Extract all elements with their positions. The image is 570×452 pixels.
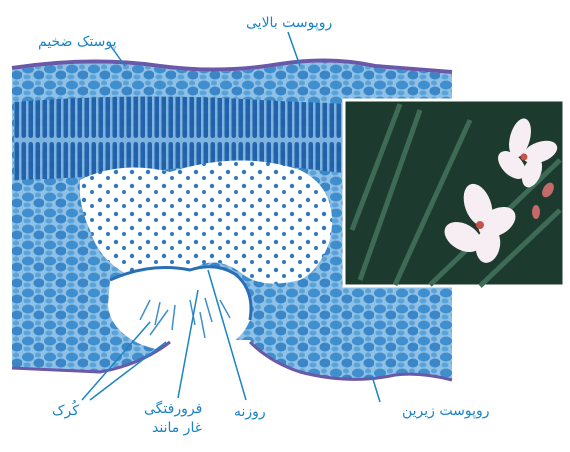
oleander-photo-inset (344, 100, 564, 286)
label-stoma: روزنه (234, 404, 266, 420)
label-crypt-line2: غار مانند (152, 420, 202, 436)
label-hairs: کُرک (52, 403, 79, 419)
label-crypt-line1: فرورفتگی (144, 401, 202, 417)
label-lower-epidermis: روپوست زیرین (402, 403, 490, 419)
leader-lower-epidermis (372, 376, 380, 402)
label-upper-epidermis: روپوست بالایی (246, 15, 332, 31)
label-thick-cuticle: پوستک ضخیم (38, 34, 117, 50)
